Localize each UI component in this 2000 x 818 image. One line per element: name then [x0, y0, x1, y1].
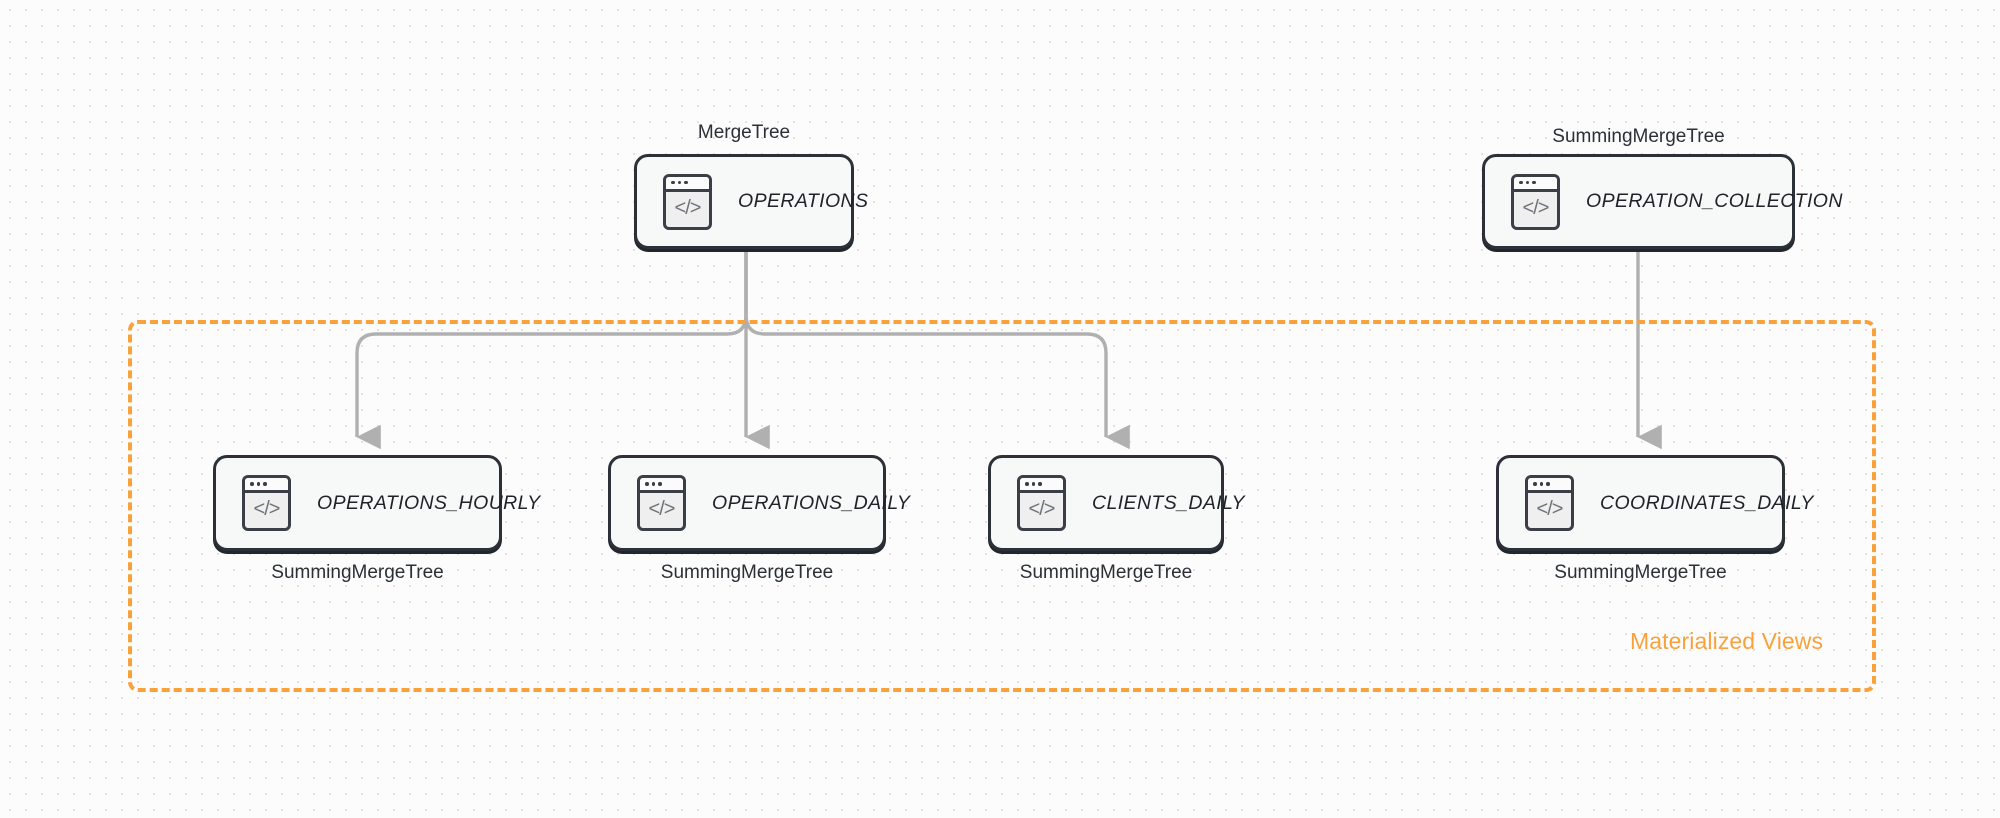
code-window-icon: </>: [1511, 173, 1560, 230]
code-window-icon: </>: [637, 475, 686, 531]
icon-dot: [1533, 482, 1537, 486]
icon-titlebar: [1514, 176, 1557, 192]
icon-dot: [1532, 180, 1536, 185]
icon-titlebar: [1528, 478, 1571, 493]
icon-dot: [1038, 482, 1042, 486]
node-operations[interactable]: </> OPERATIONS: [634, 154, 868, 249]
code-window-icon: </>: [242, 475, 291, 531]
node-title: OPERATION_COLLECTION: [1586, 190, 1843, 212]
code-window-icon: </>: [1525, 475, 1574, 531]
icon-code-glyph: </>: [1028, 498, 1056, 520]
caption-operations-hourly-engine: SummingMergeTree: [271, 562, 444, 583]
icon-titlebar: [640, 478, 683, 493]
icon-dot: [651, 482, 655, 486]
icon-dot: [250, 482, 254, 486]
materialized-views-label: Materialized Views: [1630, 628, 1824, 654]
icon-dot: [671, 180, 675, 185]
icon-titlebar: [666, 176, 709, 192]
icon-dot: [1025, 482, 1029, 486]
node-clients-daily[interactable]: </> CLIENTS_DAILY: [988, 455, 1245, 551]
caption-operation-collection-engine: SummingMergeTree: [1552, 126, 1725, 147]
node-operations-daily[interactable]: </> OPERATIONS_DAILY: [608, 455, 910, 551]
node-title: OPERATIONS: [738, 190, 869, 212]
icon-code-glyph: </>: [1536, 498, 1564, 520]
icon-dot: [1539, 482, 1543, 486]
icon-dot: [1546, 482, 1550, 486]
icon-titlebar: [245, 478, 288, 493]
caption-coordinates-daily-engine: SummingMergeTree: [1554, 562, 1727, 583]
code-window-icon: </>: [663, 173, 712, 230]
node-title: CLIENTS_DAILY: [1092, 491, 1245, 514]
node-operation-collection[interactable]: </> OPERATION_COLLECTION: [1482, 154, 1842, 249]
icon-code-glyph: </>: [648, 498, 676, 520]
code-window-icon: </>: [1017, 475, 1066, 531]
icon-code-glyph: </>: [1522, 196, 1550, 219]
icon-dot: [1525, 180, 1529, 185]
caption-clients-daily-engine: SummingMergeTree: [1019, 562, 1193, 583]
icon-code-glyph: </>: [253, 498, 281, 520]
icon-dot: [684, 180, 688, 185]
icon-dot: [645, 482, 649, 486]
node-coordinates-daily[interactable]: </> COORDINATES_DAILY: [1496, 455, 1813, 551]
icon-dot: [263, 482, 267, 486]
icon-titlebar: [1020, 478, 1063, 493]
caption-operations-engine: MergeTree: [697, 122, 791, 143]
caption-operations-daily-engine: SummingMergeTree: [660, 562, 834, 583]
node-title: OPERATIONS_HOURLY: [317, 491, 541, 514]
icon-dot: [256, 482, 260, 486]
icon-dot: [1519, 180, 1523, 185]
node-title: COORDINATES_DAILY: [1600, 491, 1814, 514]
icon-code-glyph: </>: [674, 196, 702, 219]
node-operations-hourly[interactable]: </> OPERATIONS_HOURLY: [213, 455, 540, 551]
icon-dot: [677, 180, 681, 185]
node-title: OPERATIONS_DAILY: [712, 491, 911, 514]
icon-dot: [658, 482, 662, 486]
icon-dot: [1031, 482, 1035, 486]
